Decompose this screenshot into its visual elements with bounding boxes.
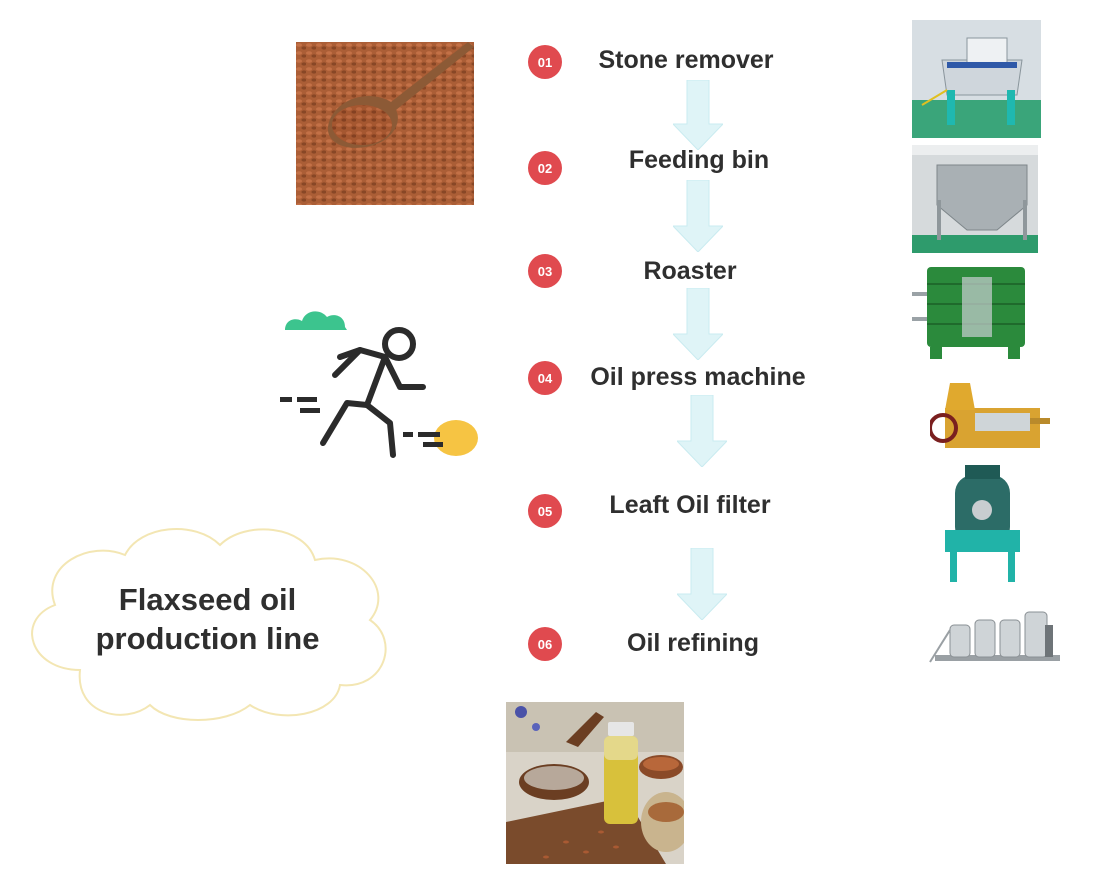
step-badge-06: 06 <box>528 627 562 661</box>
flow-arrow-5 <box>677 548 727 620</box>
step-badge-05: 05 <box>528 494 562 528</box>
title-line-1: Flaxseed oil <box>118 582 297 617</box>
step-badge-02: 02 <box>528 151 562 185</box>
step-label-feeding-bin: Feeding bin <box>628 146 770 174</box>
roaster-machine-photo <box>912 262 1038 360</box>
step-label-roaster: Roaster <box>643 257 737 285</box>
flow-arrow-1 <box>673 80 723 150</box>
runner-illustration <box>280 311 478 458</box>
leaf-oil-filter-machine-photo <box>940 460 1030 585</box>
feeding-bin-machine-photo <box>912 145 1038 253</box>
flow-arrow-3 <box>673 288 723 360</box>
step-label-oil-press-machine: Oil press machine <box>590 363 806 391</box>
stone-remover-machine-photo <box>912 20 1041 138</box>
running-man-icon <box>320 347 426 458</box>
production-line-title: Flaxseed oil production line <box>70 580 345 658</box>
step-label-leaf-oil-filter: Leaft Oil filter <box>609 491 771 519</box>
flaxseed-spoon-photo <box>296 42 474 205</box>
flow-arrow-4 <box>677 395 727 467</box>
cloud-icon <box>285 311 347 330</box>
title-line-2: production line <box>95 621 320 656</box>
flaxseed-oil-photo <box>506 702 684 864</box>
oil-refining-machine-photo <box>925 600 1065 688</box>
flow-arrow-2 <box>673 180 723 252</box>
step-label-oil-refining: Oil refining <box>627 629 759 657</box>
ball-icon <box>434 420 478 456</box>
step-label-stone-remover: Stone remover <box>598 46 774 74</box>
step-badge-04: 04 <box>528 361 562 395</box>
oil-press-machine-photo <box>930 368 1050 453</box>
step-badge-01: 01 <box>528 45 562 79</box>
title-cloud-shape <box>31 528 387 721</box>
step-badge-03: 03 <box>528 254 562 288</box>
